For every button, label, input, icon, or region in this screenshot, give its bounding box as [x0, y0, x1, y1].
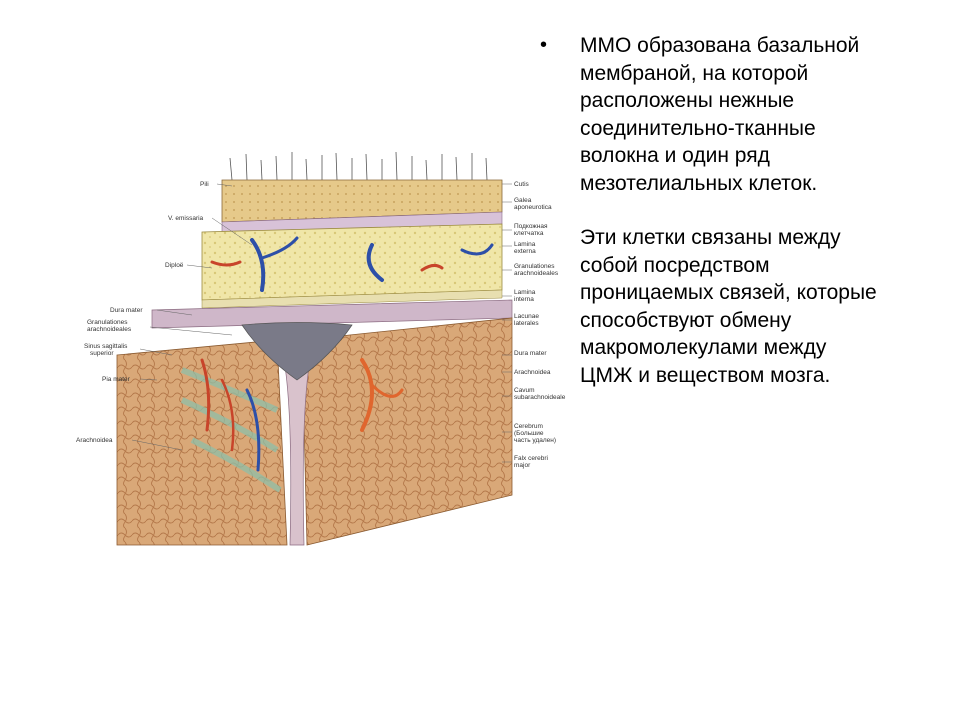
label-sinus-sagittalis: Sinus sagittalis [84, 343, 128, 350]
label-kletchatka: клетчатка [514, 230, 544, 237]
bone-vessels [210, 236, 494, 292]
label-dura-mater-left: Dura mater [110, 307, 143, 314]
label-pia-mater: Pia mater [102, 376, 131, 383]
bullet-line: ЦМЖ и веществом мозга. [580, 363, 831, 387]
label-arachnoidea-left: Arachnoidea [76, 437, 113, 444]
label-cerebrum: Cerebrum [514, 423, 543, 430]
bullet-line: мезотелиальных клеток. [580, 171, 818, 195]
bullet-line: соединительно-тканные [580, 116, 816, 140]
label-v-emissaria: V. emissaria [168, 215, 204, 222]
label-lamina-interna-2: interna [514, 296, 534, 303]
bullet-line: макромолекулами между [580, 336, 827, 359]
bullet-line: расположены нежные [580, 89, 795, 112]
label-pili: Pili [200, 181, 209, 188]
label-leader-lines [131, 183, 512, 463]
label-galea: Galea [514, 197, 532, 204]
cortical-vessels [200, 358, 404, 472]
bullet-line: волокна и один ряд [580, 144, 770, 167]
label-granulationes-left: Granulationes [87, 319, 128, 326]
label-lamina-externa-2: externa [514, 248, 536, 255]
label-cutis: Cutis [514, 181, 530, 188]
label-granulationes-right: Granulationes [514, 263, 555, 270]
label-dura-mater-right: Dura mater [514, 350, 547, 357]
bullet-line: собой посредством [580, 253, 770, 277]
label-cerebrum-3: часть удален) [514, 437, 556, 444]
label-cerebrum-2: (Большие [514, 430, 544, 437]
label-arachnoideales-left: arachnoideales [87, 326, 132, 333]
lamina-interna [201, 289, 503, 309]
right-hemisphere [301, 317, 513, 546]
bullet-line: проницаемых связей, которые [580, 281, 877, 304]
label-cavum: Cavum [514, 387, 535, 394]
label-subarachnoideale: subarachnoideale [514, 394, 566, 401]
label-falx-2: major [514, 462, 531, 469]
hair-strands [229, 151, 488, 181]
label-falx-1: Falx cerebri [514, 455, 548, 462]
bullet-line: мембраной, на которой [580, 61, 809, 85]
bullet-line: Эти клетки связаны между [580, 226, 841, 249]
bullet-item-2: Эти клетки связаны между собой посредств… [540, 224, 940, 389]
skull-bone-layer [201, 223, 503, 301]
label-podkozhnaya: Подкожная [514, 223, 548, 230]
slide-text: • ММО образована базальной мембраной, на… [540, 32, 940, 416]
bullet-item-1: • ММО образована базальной мембраной, на… [540, 32, 940, 197]
label-arachnoideales-right: arachnoideales [514, 270, 559, 277]
label-lamina-interna-1: Lamina [514, 289, 536, 296]
label-aponeurotica: aponeurotica [514, 204, 552, 211]
label-lamina-externa-1: Lamina [514, 241, 536, 248]
superior-sagittal-sinus [241, 322, 353, 381]
label-laterales: laterales [514, 320, 539, 327]
bullet-marker: • [540, 34, 548, 56]
meninges-illustration: Pili V. emissaria Diploë Dura mater Gran… [62, 150, 582, 550]
label-arachnoidea-right: Arachnoidea [514, 369, 551, 376]
label-superior: superior [90, 350, 114, 357]
label-diploe: Diploë [165, 262, 184, 269]
label-lacunae: Lacunae [514, 313, 539, 320]
bullet-line: способствуют обмену [580, 308, 792, 332]
bullet-line: ММО образована базальной [580, 34, 860, 57]
meninges-drawing: Pili V. emissaria Diploë Dura mater Gran… [76, 151, 566, 546]
